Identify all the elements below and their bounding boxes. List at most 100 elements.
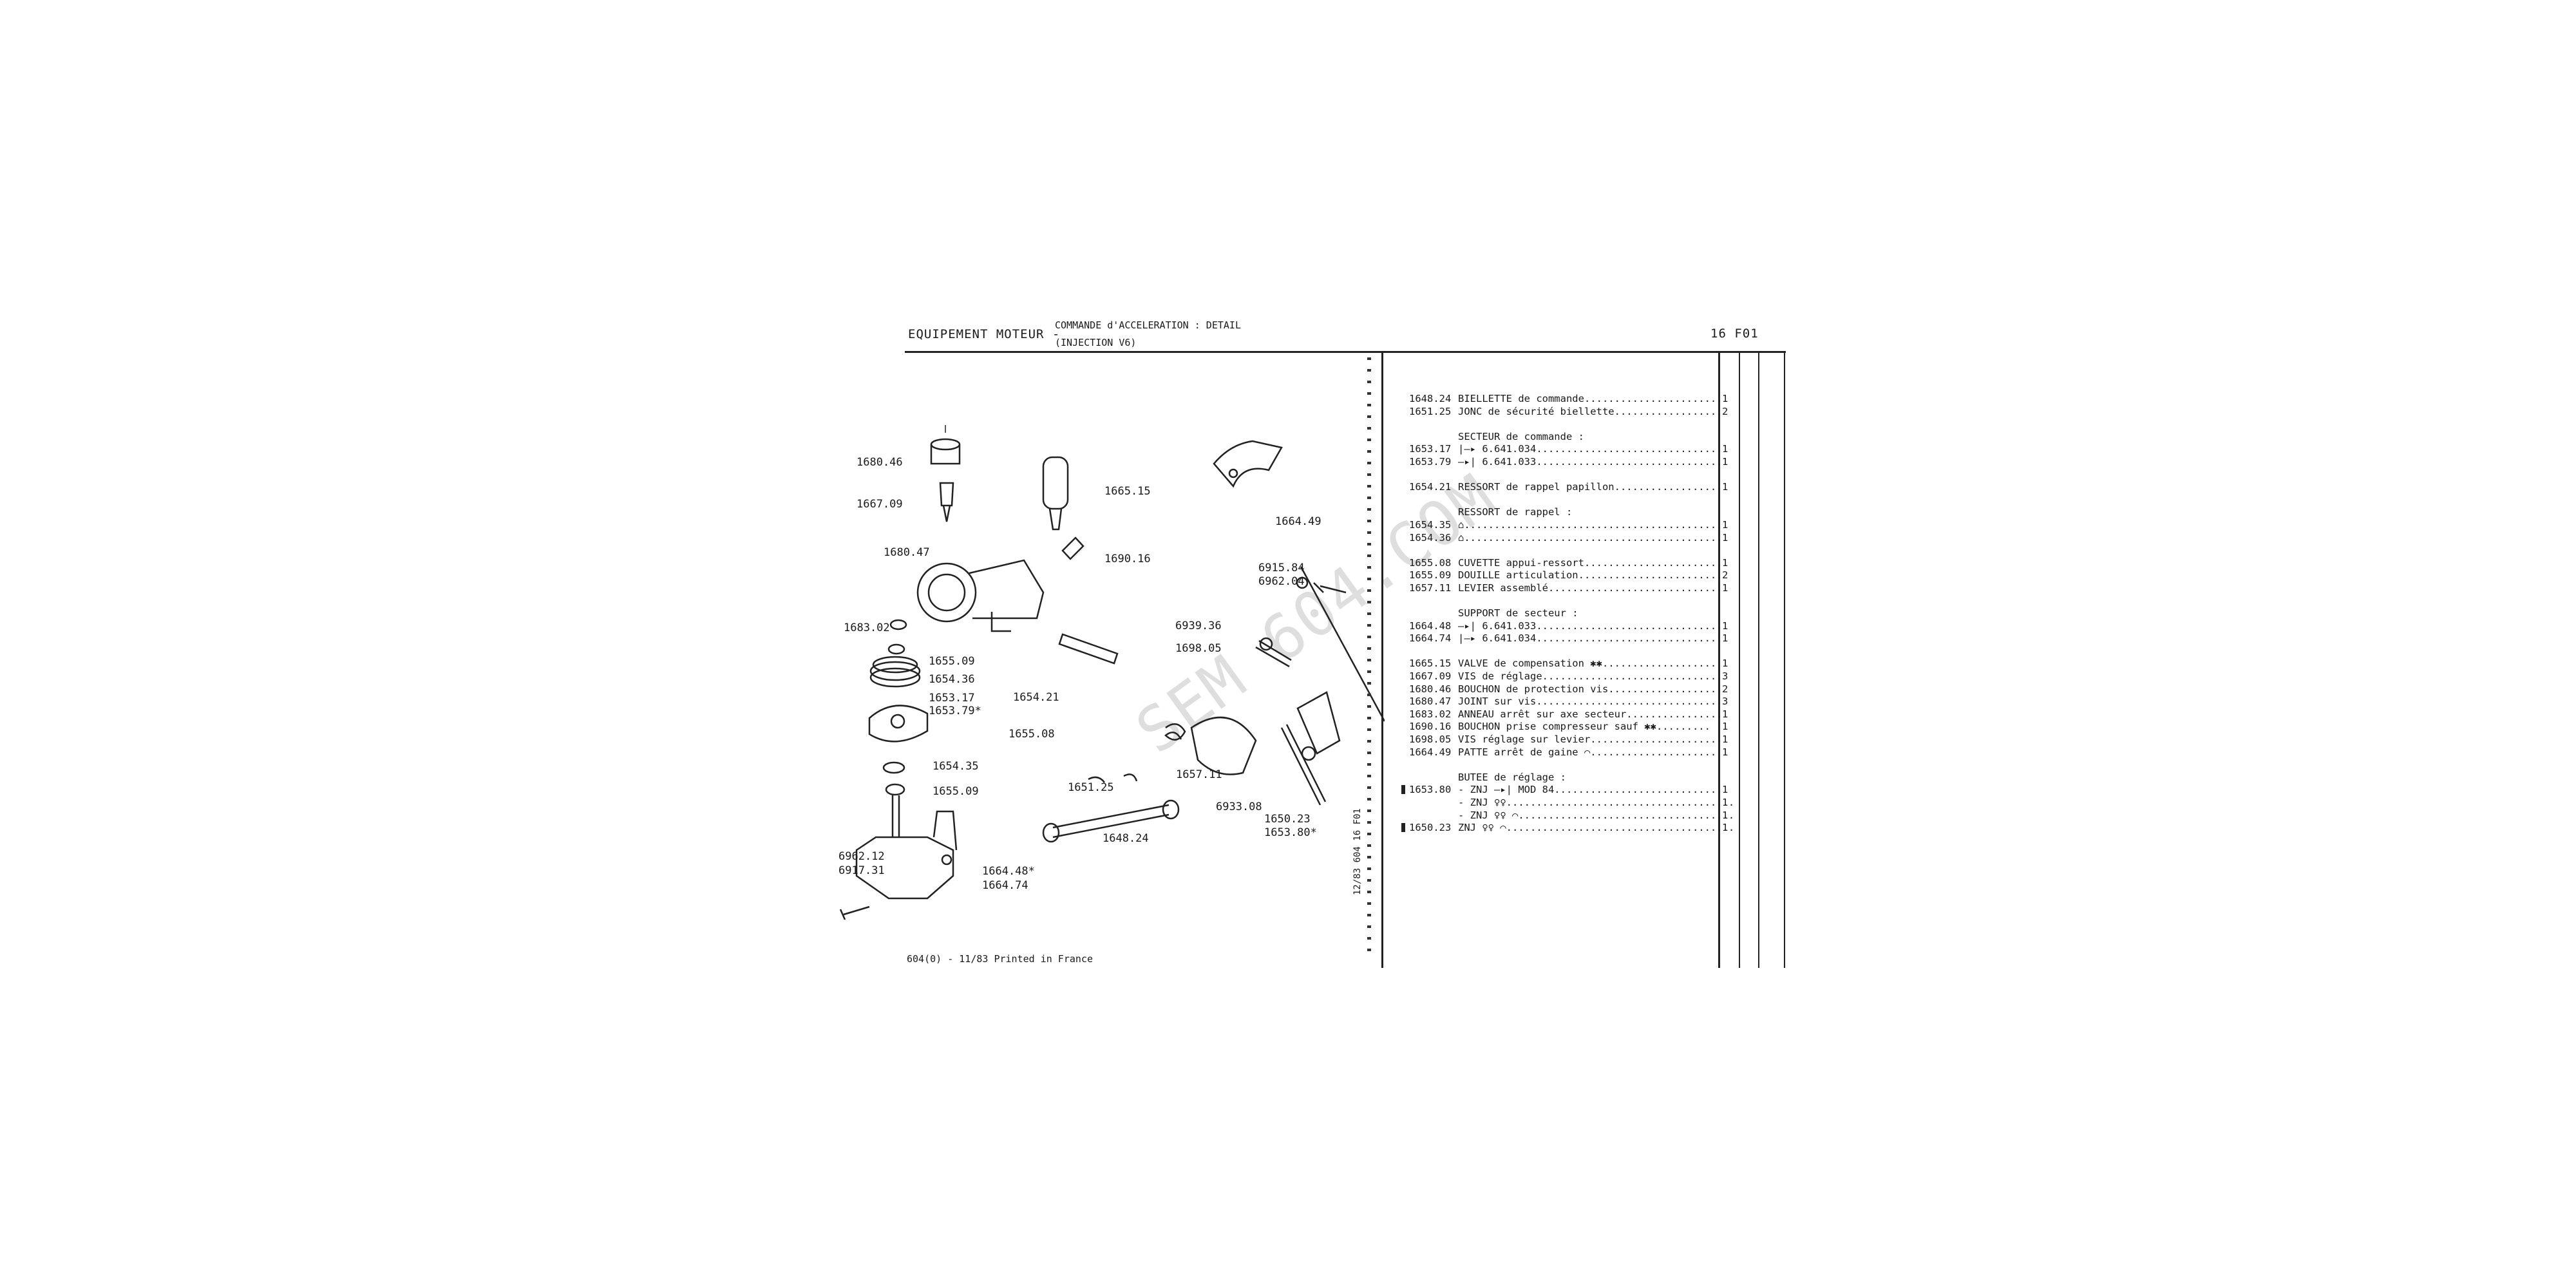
label-1650-23: 1650.23 [1264, 813, 1311, 826]
part-quantity: 1 [1722, 481, 1728, 493]
part-description: LEVIER assemblé.........................… [1458, 582, 1723, 594]
part-quantity: 1 [1722, 455, 1728, 468]
part-quantity: 1 [1722, 632, 1728, 645]
lever-plate [1190, 716, 1257, 775]
part-description: SUPPORT de secteur : [1458, 607, 1578, 620]
part-description: JONC de sécurité biellette..............… [1458, 405, 1723, 417]
label-1683-02: 1683.02 [844, 621, 890, 634]
part-description: PATTE arrêt de gaine ⌒..................… [1458, 746, 1717, 758]
link-rod [1052, 804, 1170, 838]
parts-list-row: 1664.74|—▸ 6.641.034....................… [1409, 632, 1744, 645]
parts-list-row [1409, 645, 1744, 658]
label-1665-15: 1665.15 [1104, 485, 1151, 498]
part-quantity: 1 [1722, 734, 1728, 746]
parts-list-row [1409, 759, 1744, 772]
label-1655-08: 1655.08 [1009, 728, 1055, 741]
parts-list-row: - ZNJ ♀♀................................… [1409, 797, 1744, 810]
part-description: —▸| 6.641.033...........................… [1458, 455, 1723, 468]
part-description: SECTEUR de commande : [1458, 430, 1584, 442]
rod-part [1058, 633, 1119, 665]
label-1664-74: 1664.74 [982, 879, 1028, 892]
footer-print-note: 604(0) - 11/83 Printed in France [907, 953, 1093, 965]
label-6939-36: 6939.36 [1175, 620, 1222, 632]
part-ref: 1667.09 [1409, 670, 1452, 683]
row-marker [1401, 823, 1405, 833]
part-quantity: 1 [1722, 620, 1728, 632]
section-title: EQUIPEMENT MOTEUR - [908, 327, 1061, 341]
part-quantity: 1 [1722, 809, 1728, 821]
part-ref: 1657.11 [1409, 582, 1452, 594]
page-code: 16 F01 [1710, 327, 1759, 341]
part-quantity: 1 [1722, 393, 1728, 404]
parts-list-row: 1653.79 —▸| 6.641.033....................… [1409, 456, 1744, 469]
side-code: 12/83 604 16 F01 [1352, 808, 1363, 895]
part-description: ⌂.......................................… [1458, 518, 1723, 531]
table-rule-4 [1784, 353, 1785, 968]
sector-part [868, 705, 929, 743]
part-quantity: 1 [1722, 797, 1728, 808]
row-marker [1401, 785, 1405, 795]
parts-list-row: 1657.11 LEVIER assemblé..................… [1409, 582, 1744, 595]
part-ref: 1654.36 [1409, 531, 1452, 544]
part-quantity: 1 [1722, 518, 1728, 531]
part-description: JOINT sur vis...........................… [1458, 696, 1723, 708]
part-description: |—▸ 6.641.034...........................… [1458, 443, 1723, 455]
parts-list-row: 1654.36 ⌂................................… [1409, 532, 1744, 545]
table-rule-qty-left [1718, 353, 1720, 968]
part-ref: 1654.21 [1409, 481, 1452, 493]
table-rule-qty-right [1739, 353, 1740, 968]
screw-part [939, 482, 954, 507]
parts-list-row: 1664.48 —▸| 6.641.033....................… [1409, 620, 1744, 633]
label-1680-47: 1680.47 [884, 546, 930, 559]
return-spring [1164, 723, 1186, 741]
part-description: BOUCHON de protection vis...............… [1458, 683, 1723, 695]
label-1654-35: 1654.35 [933, 760, 979, 773]
parts-list-row: BUTEE de réglage : [1409, 772, 1744, 784]
part-ref: 1653.79 [1409, 455, 1452, 468]
part-quantity: 1 [1722, 443, 1728, 455]
label-1667-09: 1667.09 [857, 498, 903, 511]
label-1653-17: 1653.17 [929, 692, 975, 705]
adjust-lever [1296, 691, 1341, 755]
part-description: DOUILLE articulation....................… [1458, 569, 1723, 582]
part-description: BUTEE de réglage : [1458, 771, 1566, 783]
valve-part [1042, 456, 1069, 510]
part-quantity: 2 [1722, 405, 1728, 417]
part-ref: 1664.49 [1409, 746, 1452, 758]
part-ref: 1653.17 [1409, 443, 1452, 455]
label-1664-49: 1664.49 [1275, 515, 1321, 528]
parts-list-row [1409, 418, 1744, 431]
part-quantity: 1 [1722, 531, 1728, 544]
tick-column [1367, 357, 1371, 953]
label-1654-36: 1654.36 [929, 673, 975, 686]
label-1680-46: 1680.46 [857, 456, 903, 469]
part-description: —▸| 6.641.033...........................… [1458, 620, 1723, 632]
part-description: - ZNJ ♀♀................................… [1458, 797, 1735, 808]
part-description: - ZNJ ♀♀ ⌒..............................… [1458, 809, 1735, 821]
cap-part [930, 438, 961, 451]
label-1653-80: 1653.80* [1264, 826, 1317, 839]
header-rule [905, 351, 1786, 353]
parts-list-row [1409, 544, 1744, 557]
parts-list-row: 1653.17 |—▸ 6.641.034....................… [1409, 443, 1744, 456]
part-description: ANNEAU arrêt sur axe secteur............… [1458, 708, 1723, 720]
part-description: RESSORT de rappel : [1458, 506, 1573, 518]
part-description: ⌂.......................................… [1458, 531, 1723, 544]
part-ref: 1653.80 [1409, 784, 1452, 796]
part-ref: 1655.08 [1409, 556, 1452, 569]
part-description: BIELLETTE de commande...................… [1458, 393, 1723, 404]
parts-list-row: - ZNJ ♀♀ ⌒..............................… [1409, 810, 1744, 822]
label-1664-48: 1664.48* [982, 865, 1035, 878]
part-ref: 1664.48 [1409, 620, 1452, 632]
label-1690-16: 1690.16 [1104, 553, 1151, 565]
